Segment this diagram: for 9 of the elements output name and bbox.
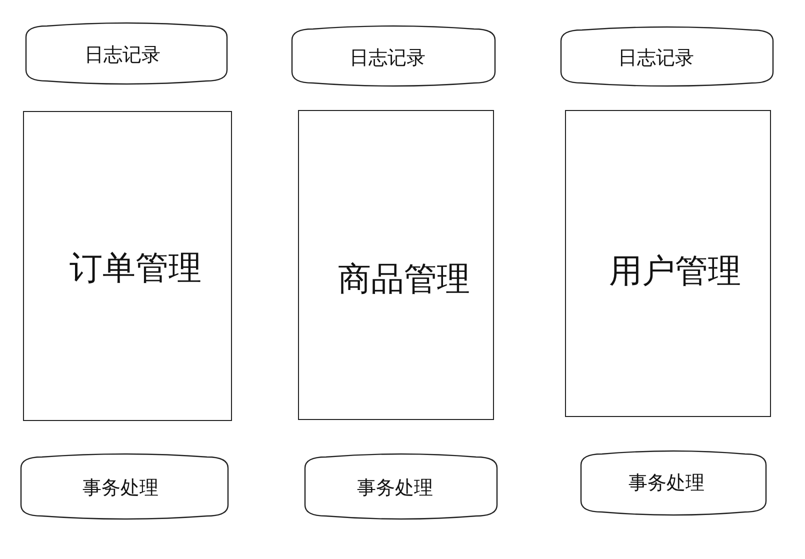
rounded-box: 事务处理 bbox=[304, 453, 498, 520]
rounded-box: 事务处理 bbox=[580, 450, 767, 516]
rounded-box: 事务处理 bbox=[20, 453, 229, 520]
rounded-box: 日志记录 bbox=[291, 25, 496, 87]
module-box: 用户管理 bbox=[565, 110, 771, 417]
module-box: 订单管理 bbox=[23, 111, 232, 421]
module-box: 商品管理 bbox=[298, 110, 494, 420]
rounded-box: 日志记录 bbox=[25, 22, 228, 85]
rounded-box: 日志记录 bbox=[560, 26, 774, 87]
